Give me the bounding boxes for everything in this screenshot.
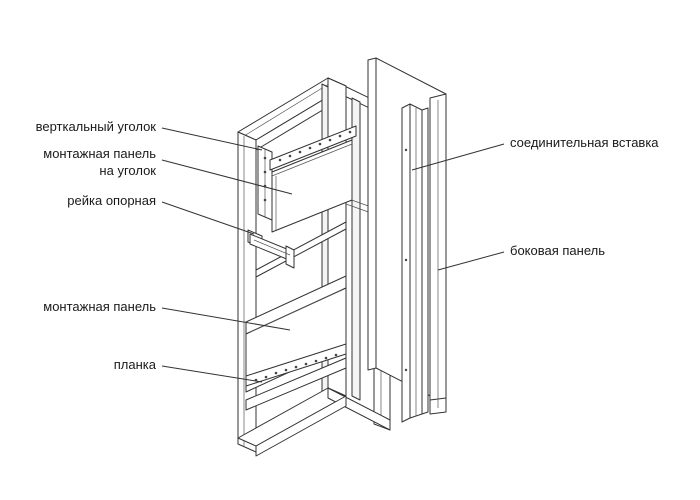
leader-connecting-insert (411, 143, 505, 171)
bottom-strip (245, 343, 347, 387)
label-mounting-panel: монтажная панель (43, 299, 156, 314)
side-panel-edge (367, 57, 377, 371)
label-support-rail: рейка опорная (67, 193, 156, 208)
frame-mid-bar (255, 221, 347, 278)
upper-mounting-panel (271, 139, 353, 233)
insert-left-flange (401, 103, 411, 423)
leader-side-panel (437, 251, 505, 271)
support-rail (247, 229, 295, 269)
frame-bottom-inner-bar (255, 395, 347, 457)
label-mounting-panel-on-angle-line2: на уголок (99, 163, 156, 178)
leader-panel-on-angle (161, 159, 293, 195)
upper-strip-holes (278, 130, 352, 162)
leader-vertical-angle (161, 127, 263, 151)
vertical-angle-assembly (257, 125, 357, 233)
upper-perforated-strip (269, 125, 357, 171)
connecting-insert (401, 103, 429, 423)
label-side-panel: боковая панель (510, 243, 605, 258)
leader-lines (161, 127, 505, 383)
label-vertical-angle: верткальный уголок (36, 119, 157, 134)
bottom-strip-holes (254, 353, 338, 382)
frame-inner-right-post (351, 97, 361, 401)
label-strip: планка (114, 357, 157, 372)
lower-rail (245, 357, 347, 411)
labels: верткальный уголок монтажная панель на у… (36, 119, 660, 372)
bottom-strip-assembly (245, 343, 347, 411)
leader-mounting-panel (161, 307, 291, 331)
leader-support-rail (161, 201, 255, 235)
label-mounting-panel-on-angle-line1: монтажная панель (43, 146, 156, 161)
insert-right-flange (421, 107, 429, 415)
support-rail-end (285, 245, 295, 269)
label-connecting-insert: соединительная вставка (510, 135, 659, 150)
leader-strip (161, 365, 263, 383)
